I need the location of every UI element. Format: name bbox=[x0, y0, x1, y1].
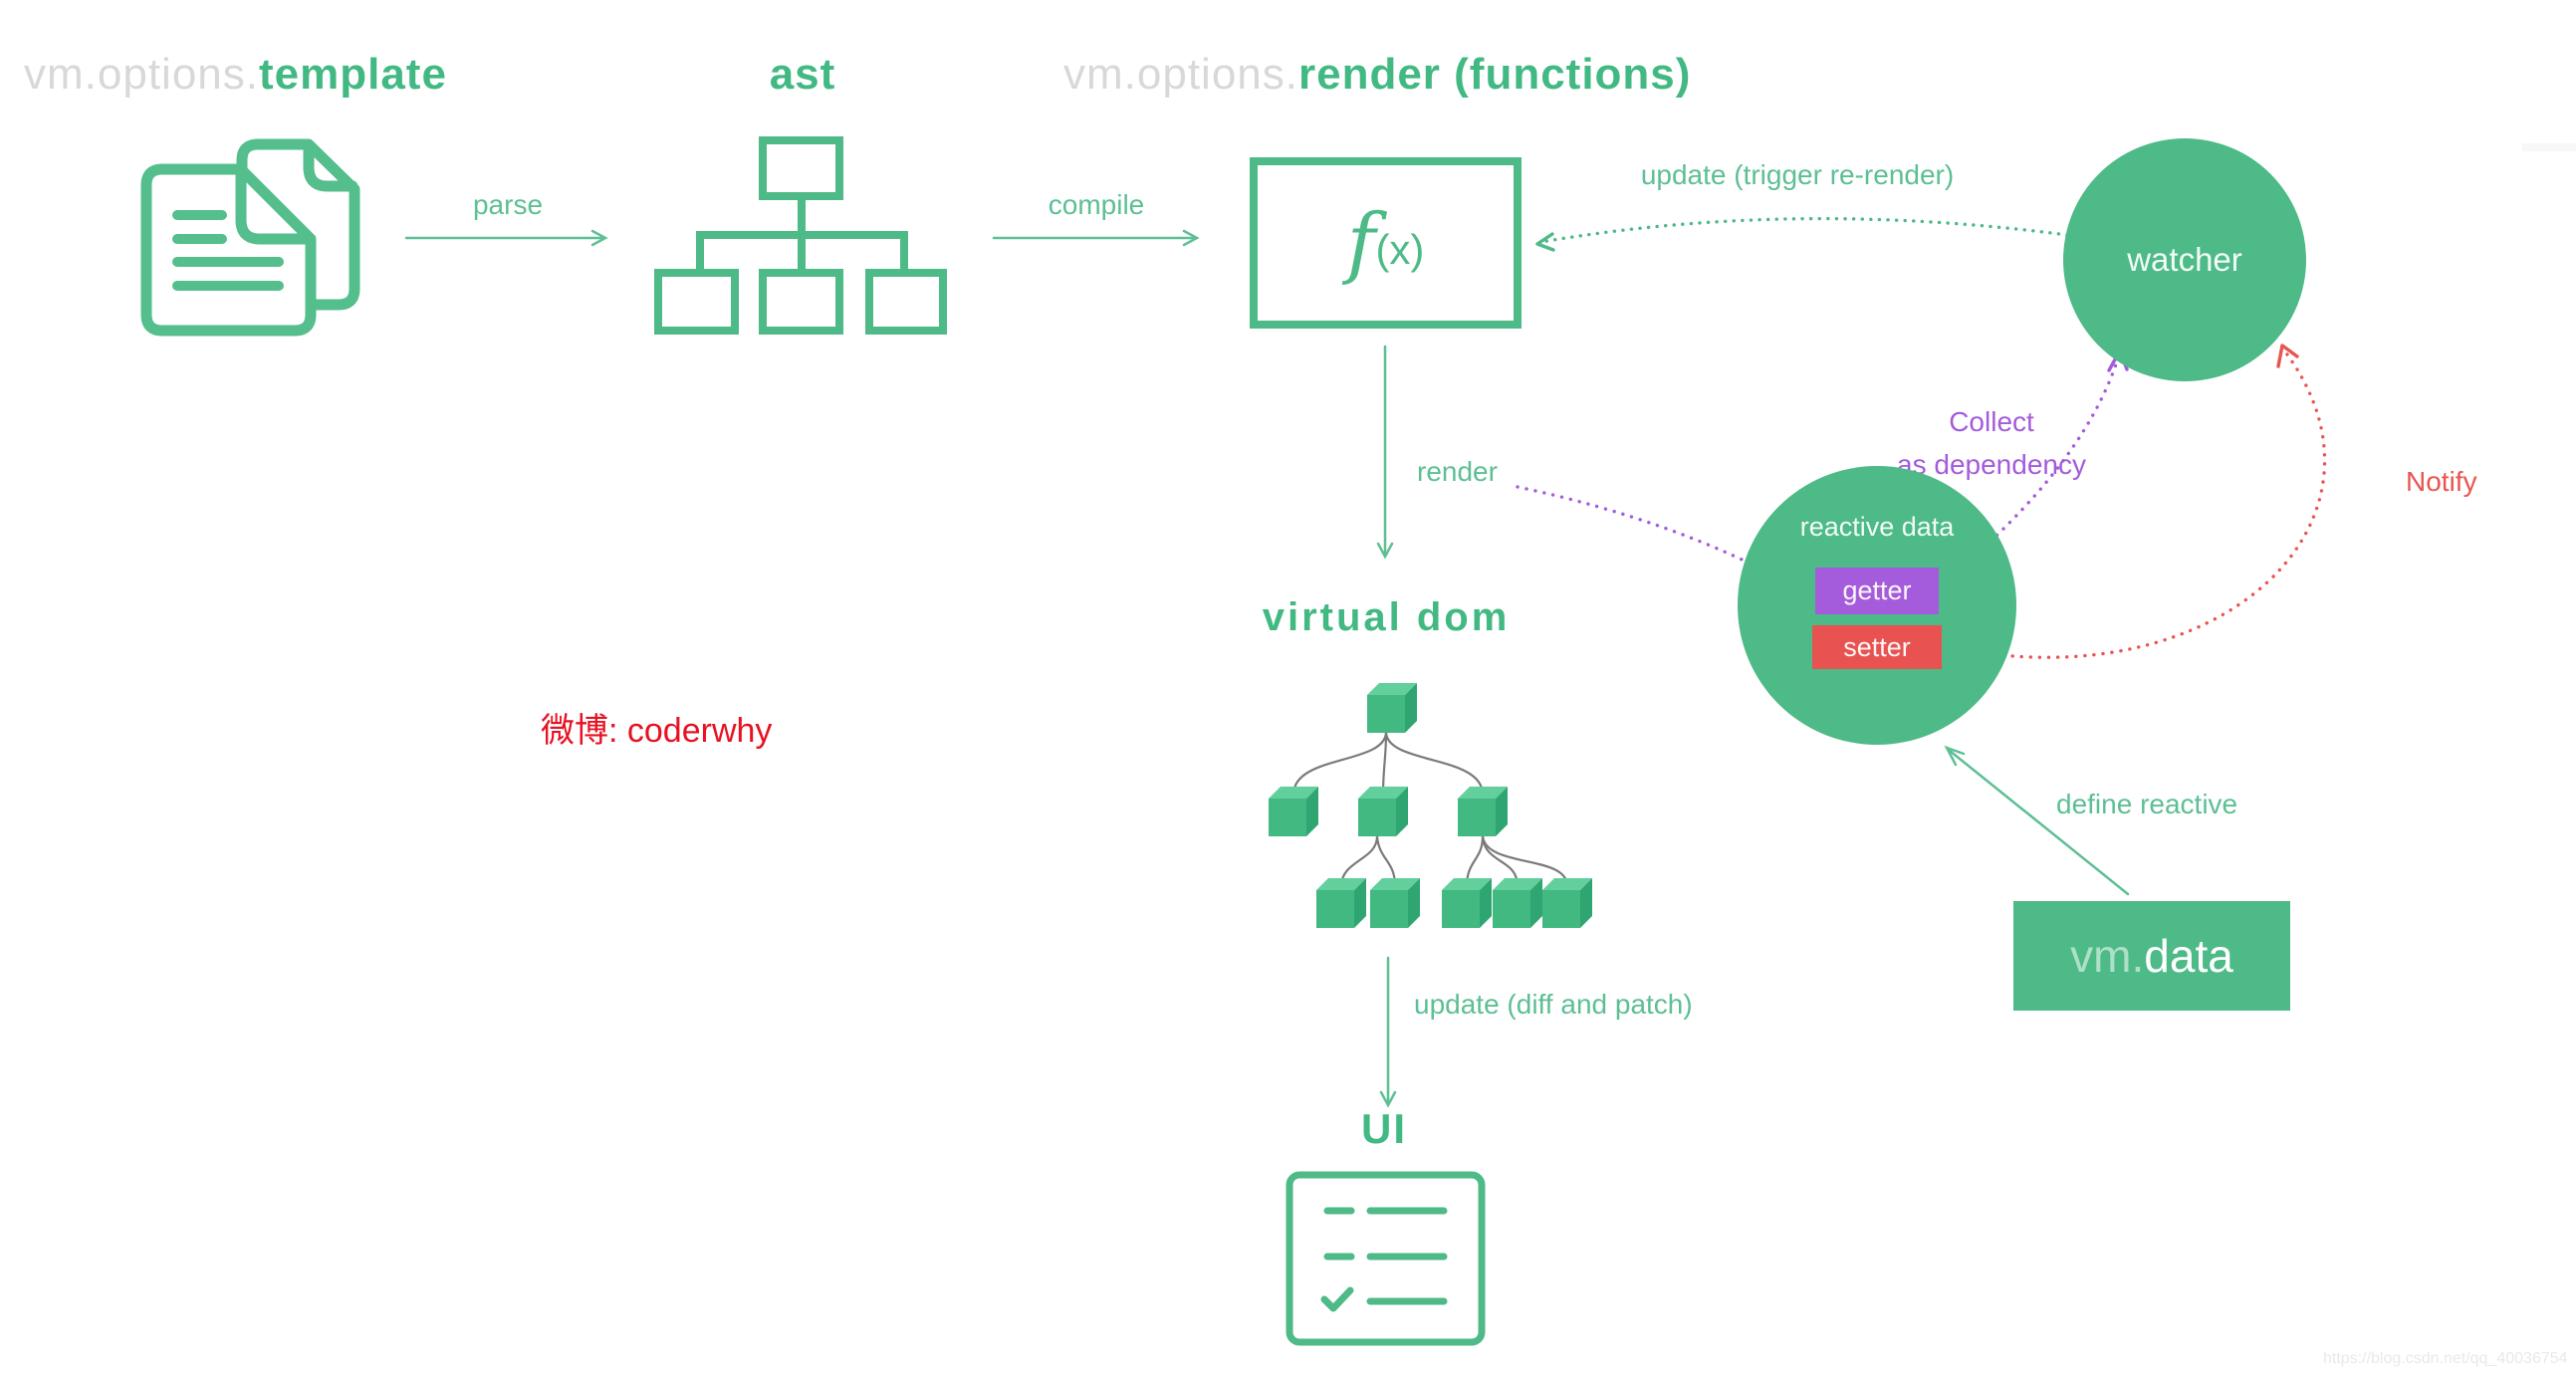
collect-dependency-label: Collect as dependency bbox=[1897, 406, 2086, 480]
setter-badge: setter bbox=[1812, 625, 1942, 669]
title-template-prefix: vm.options. bbox=[24, 50, 259, 99]
define-reactive-arrow bbox=[1944, 745, 2130, 896]
update-diff-label: update (diff and patch) bbox=[1414, 989, 1693, 1020]
update-rerender-label: update (trigger re-render) bbox=[1640, 159, 1955, 190]
parse-label: parse bbox=[472, 189, 544, 220]
parse-arrow bbox=[404, 229, 608, 247]
title-template-em: template bbox=[258, 50, 447, 99]
ui-title: UI bbox=[1361, 1105, 1407, 1152]
vm-data-box: vm.data bbox=[2013, 901, 2290, 1011]
virtual-dom-title: virtual dom bbox=[1262, 595, 1511, 639]
ui-checklist-icon bbox=[1286, 1171, 1486, 1346]
title-template: vm.options.template bbox=[24, 50, 447, 100]
notify-curve bbox=[1948, 344, 2327, 659]
weibo-credit: 微博: coderwhy bbox=[541, 712, 773, 750]
compile-label: compile bbox=[1048, 189, 1145, 220]
watermark: https://blog.csdn.net/qq_40036754 bbox=[2323, 1350, 2568, 1367]
reactive-data-label: reactive data bbox=[1799, 512, 1955, 542]
template-pages-icon bbox=[140, 138, 360, 337]
vdom-cube bbox=[1269, 683, 1592, 928]
scrollbar-fragment bbox=[2522, 143, 2576, 151]
ast-tree-icon bbox=[654, 136, 947, 335]
fx-icon: f bbox=[1346, 198, 1376, 288]
render-function-box: f(x) bbox=[1250, 157, 1522, 329]
compile-arrow bbox=[992, 229, 1200, 247]
define-reactive-label: define reactive bbox=[2056, 789, 2238, 819]
notify-label: Notify bbox=[2406, 466, 2477, 497]
watcher-node: watcher bbox=[2063, 138, 2306, 381]
virtual-dom-tree-icon bbox=[1269, 683, 1592, 928]
title-render-functions: vm.options.render (functions) bbox=[1063, 50, 1691, 100]
vm-data-em: data bbox=[2144, 930, 2233, 982]
title-ast: ast bbox=[769, 50, 836, 99]
update-rerender-curve bbox=[1535, 216, 2069, 252]
vm-data-prefix: vm. bbox=[2070, 930, 2145, 982]
reactive-data-node: reactive data getter setter bbox=[1738, 466, 2016, 745]
render-arrow bbox=[1376, 345, 1394, 560]
render-label: render bbox=[1417, 456, 1498, 487]
title-render-prefix: vm.options. bbox=[1063, 50, 1298, 99]
title-render-em: render (functions) bbox=[1297, 50, 1692, 99]
watcher-label: watcher bbox=[2127, 241, 2242, 278]
getter-badge: getter bbox=[1815, 568, 1939, 614]
update-diff-arrow bbox=[1379, 956, 1397, 1108]
